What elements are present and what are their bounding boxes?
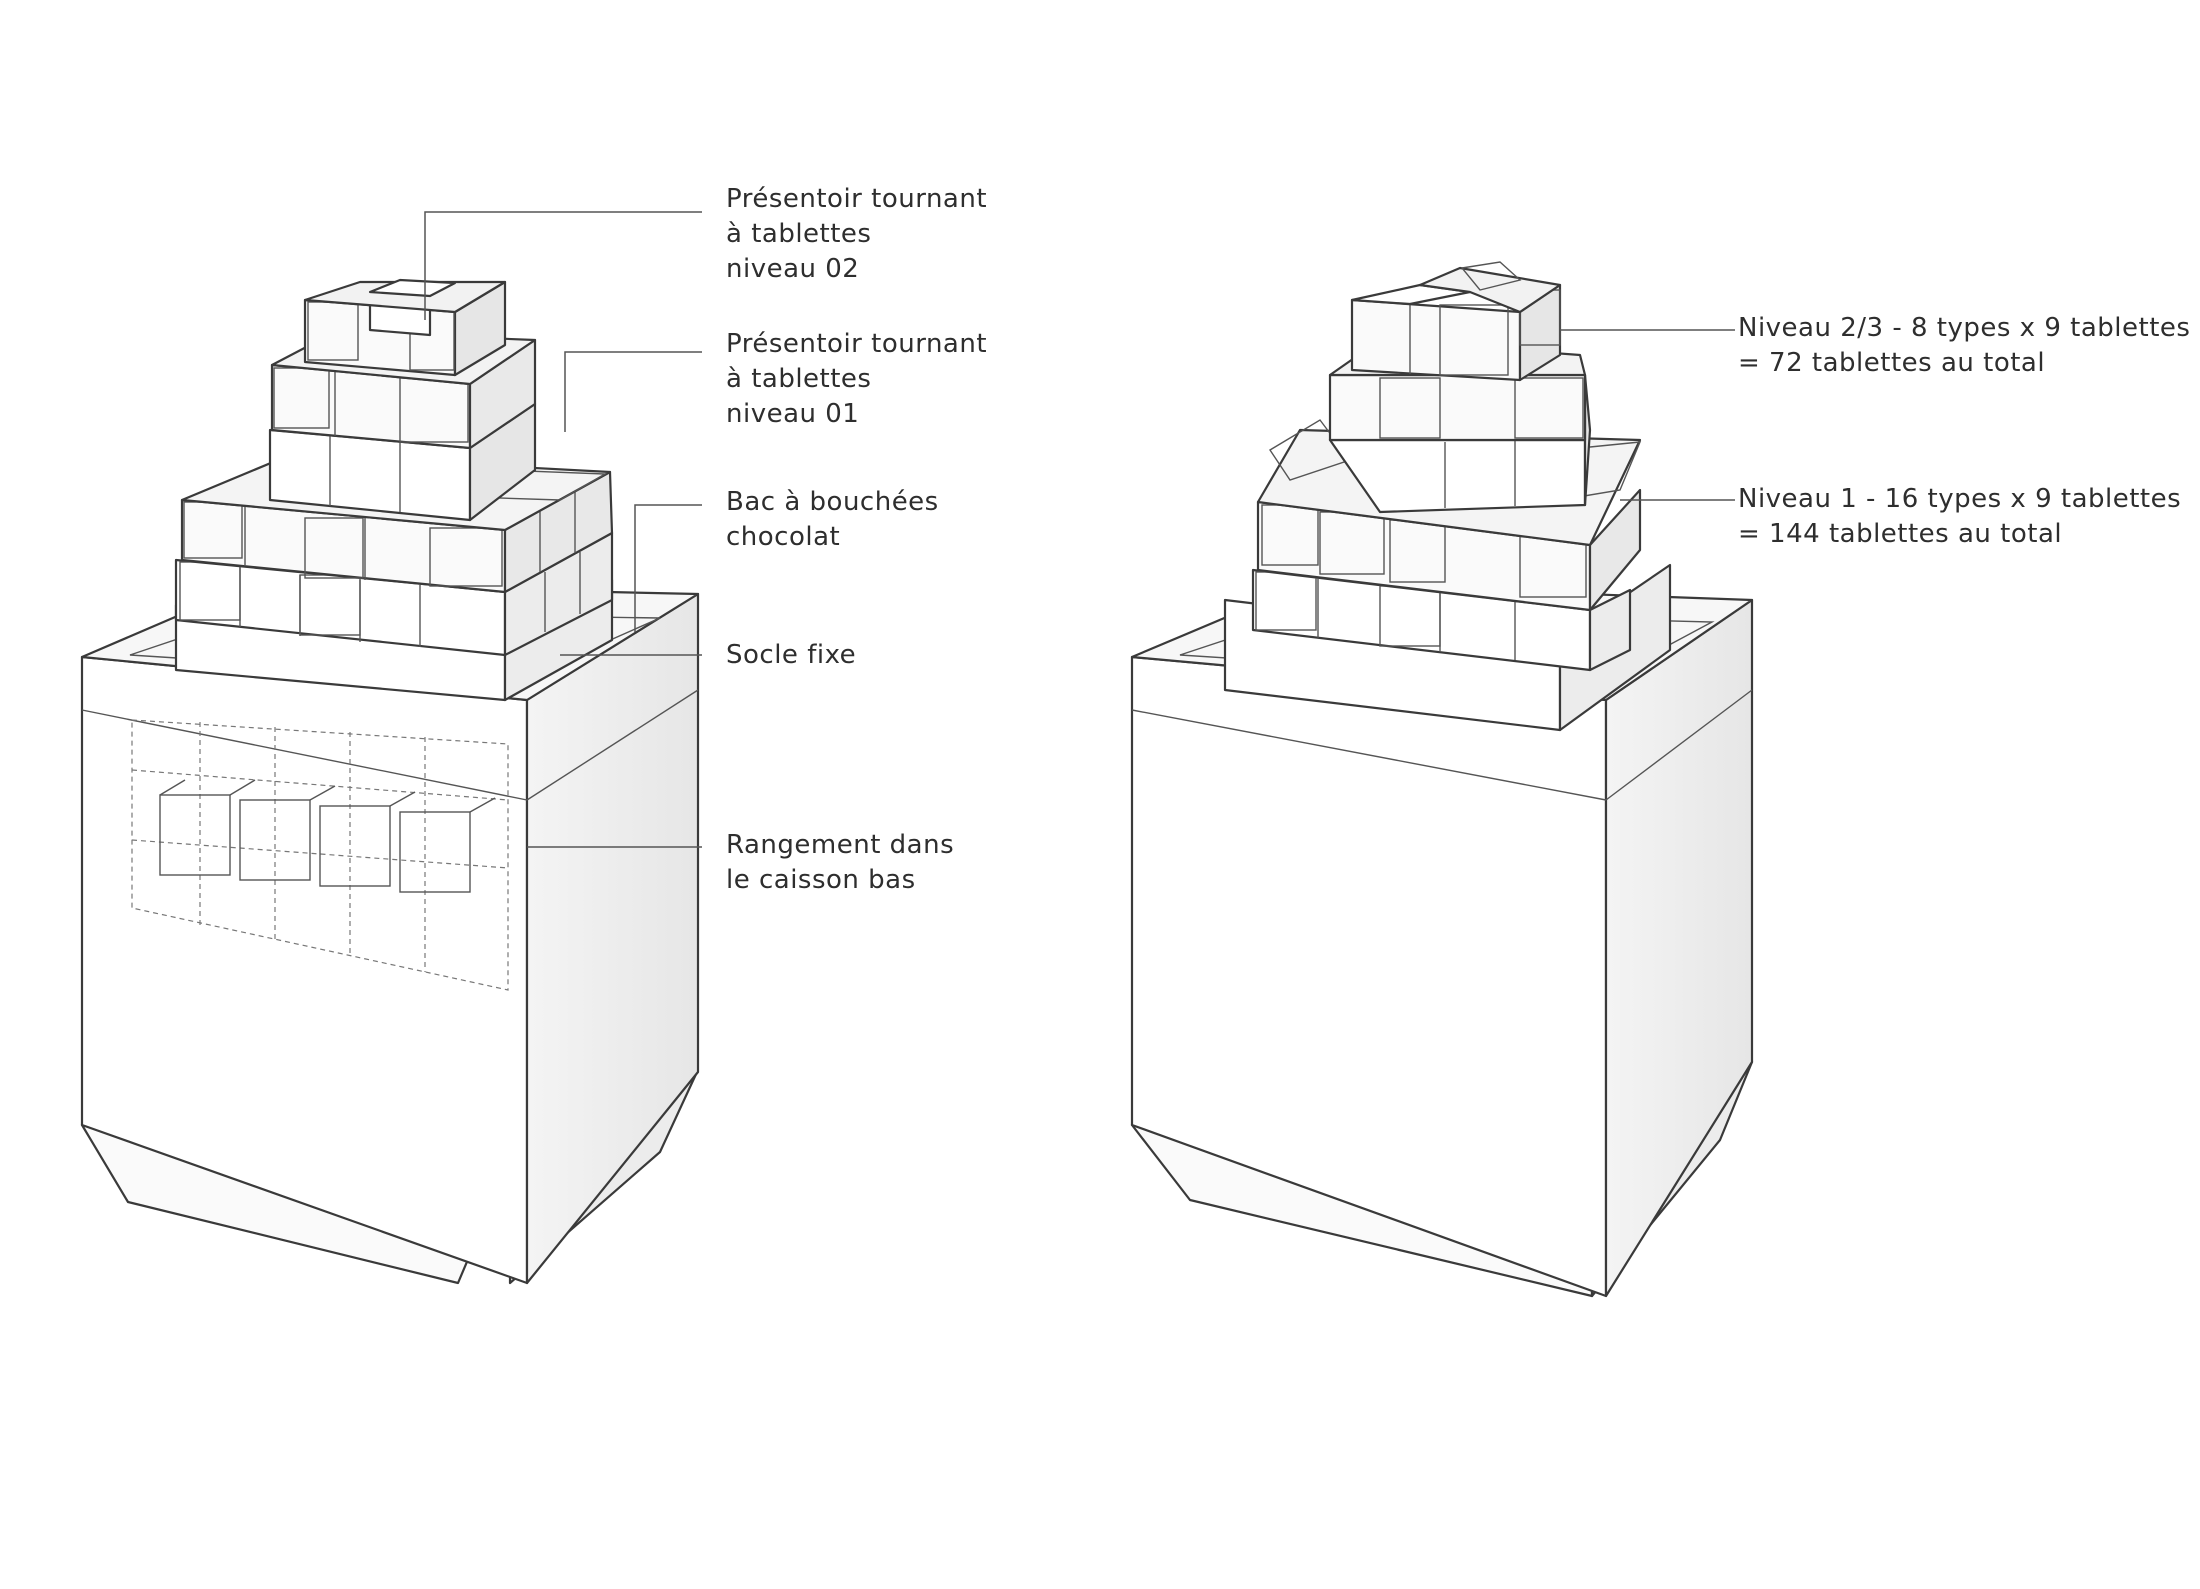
label-niveau23: Niveau 2/3 - 8 types x 9 tablettes = 72 … bbox=[1738, 313, 2190, 378]
label-bac-line1: Bac à bouchées bbox=[726, 487, 939, 517]
left-stand bbox=[80, 278, 700, 1285]
label-level02-line1: Présentoir tournant bbox=[726, 184, 987, 214]
leader-lines bbox=[424, 211, 1735, 848]
label-bac: Bac à bouchées chocolat bbox=[726, 487, 939, 552]
right-level3-cubes bbox=[1350, 261, 1562, 382]
left-storage-dashed bbox=[131, 719, 509, 991]
label-bac-line2: chocolat bbox=[726, 522, 840, 552]
label-rangement: Rangement dans le caisson bas bbox=[726, 830, 954, 895]
label-rangement-line2: le caisson bas bbox=[726, 865, 916, 895]
label-rangement-line1: Rangement dans bbox=[726, 830, 954, 860]
label-socle: Socle fixe bbox=[726, 640, 856, 670]
left-level2-cubes bbox=[268, 330, 537, 522]
left-level3-cubes bbox=[303, 278, 507, 377]
leader-bac bbox=[634, 504, 702, 632]
label-level01-line2: à tablettes bbox=[726, 364, 871, 394]
label-level02: Présentoir tournant à tablettes niveau 0… bbox=[726, 184, 987, 284]
left-cabinet-seam bbox=[81, 709, 528, 801]
right-stand bbox=[1130, 261, 1754, 1298]
label-level02-line3: niveau 02 bbox=[726, 254, 859, 284]
label-niveau23-line1: Niveau 2/3 - 8 types x 9 tablettes bbox=[1738, 313, 2190, 343]
label-niveau1-line2: = 144 tablettes au total bbox=[1738, 519, 2062, 549]
leader-level02 bbox=[424, 211, 702, 320]
label-level02-line2: à tablettes bbox=[726, 219, 871, 249]
label-niveau1-line1: Niveau 1 - 16 types x 9 tablettes bbox=[1738, 484, 2181, 514]
label-level01-line3: niveau 01 bbox=[726, 399, 859, 429]
label-level01: Présentoir tournant à tablettes niveau 0… bbox=[726, 329, 987, 429]
label-niveau1: Niveau 1 - 16 types x 9 tablettes = 144 … bbox=[1738, 484, 2181, 549]
label-socle-line1: Socle fixe bbox=[726, 640, 856, 670]
right-cabinet-seam bbox=[1131, 709, 1607, 801]
right-level2-cubes bbox=[1328, 338, 1592, 514]
label-niveau23-line2: = 72 tablettes au total bbox=[1738, 348, 2045, 378]
leader-level01 bbox=[564, 351, 702, 432]
label-level01-line1: Présentoir tournant bbox=[726, 329, 987, 359]
